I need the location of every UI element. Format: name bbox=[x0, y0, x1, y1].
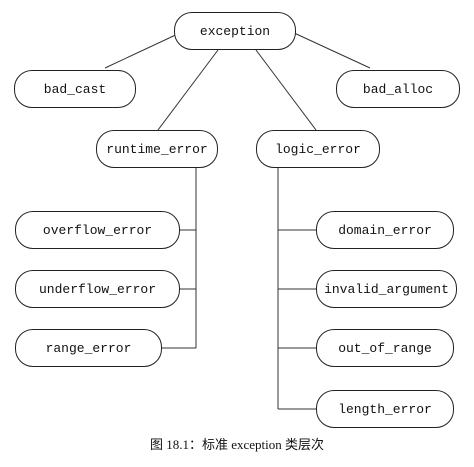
edge-exception-logic-error bbox=[255, 49, 317, 131]
node-overflow-error: overflow_error bbox=[15, 211, 180, 249]
edge-exception-bad-cast bbox=[104, 31, 183, 69]
node-bad-alloc: bad_alloc bbox=[336, 70, 460, 108]
node-logic-error: logic_error bbox=[256, 130, 380, 168]
figure-caption: 图 18.1：标准 exception 类层次 bbox=[149, 437, 325, 452]
node-runtime-error: runtime_error bbox=[96, 130, 218, 168]
node-length-error: length_error bbox=[316, 390, 454, 428]
node-invalid-argument: invalid_argument bbox=[316, 270, 457, 308]
node-out-of-range: out_of_range bbox=[316, 329, 454, 367]
node-underflow-error: underflow_error bbox=[15, 270, 180, 308]
node-range-error: range_error bbox=[15, 329, 162, 367]
edge-exception-bad-alloc bbox=[291, 31, 371, 69]
node-bad-cast: bad_cast bbox=[14, 70, 136, 108]
node-domain-error: domain_error bbox=[316, 211, 454, 249]
edge-exception-runtime-error bbox=[157, 49, 219, 131]
node-exception: exception bbox=[174, 12, 296, 50]
